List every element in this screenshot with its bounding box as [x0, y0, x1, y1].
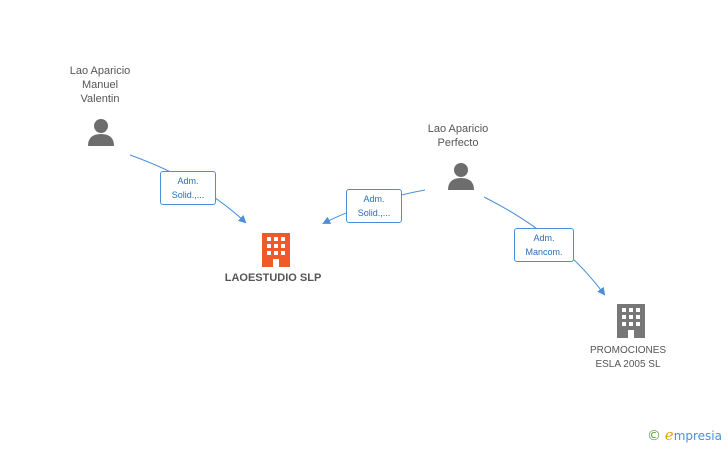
person-label-lao-aparicio-manuel[interactable]: Lao Aparicio Manuel Valentin: [69, 65, 131, 105]
company-label-laoestudio[interactable]: LAOESTUDIO SLP: [224, 272, 322, 284]
person-icon[interactable]: [448, 163, 474, 190]
edge-label-person2-laoestudio[interactable]: Adm. Solid.,...: [346, 189, 402, 223]
brand-name: mpresia: [673, 429, 722, 443]
building-icon[interactable]: [617, 304, 645, 338]
edge-label-person2-promociones[interactable]: Adm. Mancom.: [514, 228, 574, 262]
person-icon[interactable]: [88, 119, 114, 146]
person-label-lao-aparicio-perfecto[interactable]: Lao Aparicio Perfecto: [427, 123, 489, 149]
empresia-logo: © empresia: [647, 426, 722, 444]
copyright-symbol: ©: [646, 428, 661, 444]
building-icon[interactable]: [262, 233, 290, 267]
brand-initial: e: [664, 426, 674, 444]
company-label-promociones[interactable]: PROMOCIONES ESLA 2005 SL: [589, 345, 667, 370]
edge-label-person1-laoestudio[interactable]: Adm. Solid.,...: [160, 171, 216, 205]
